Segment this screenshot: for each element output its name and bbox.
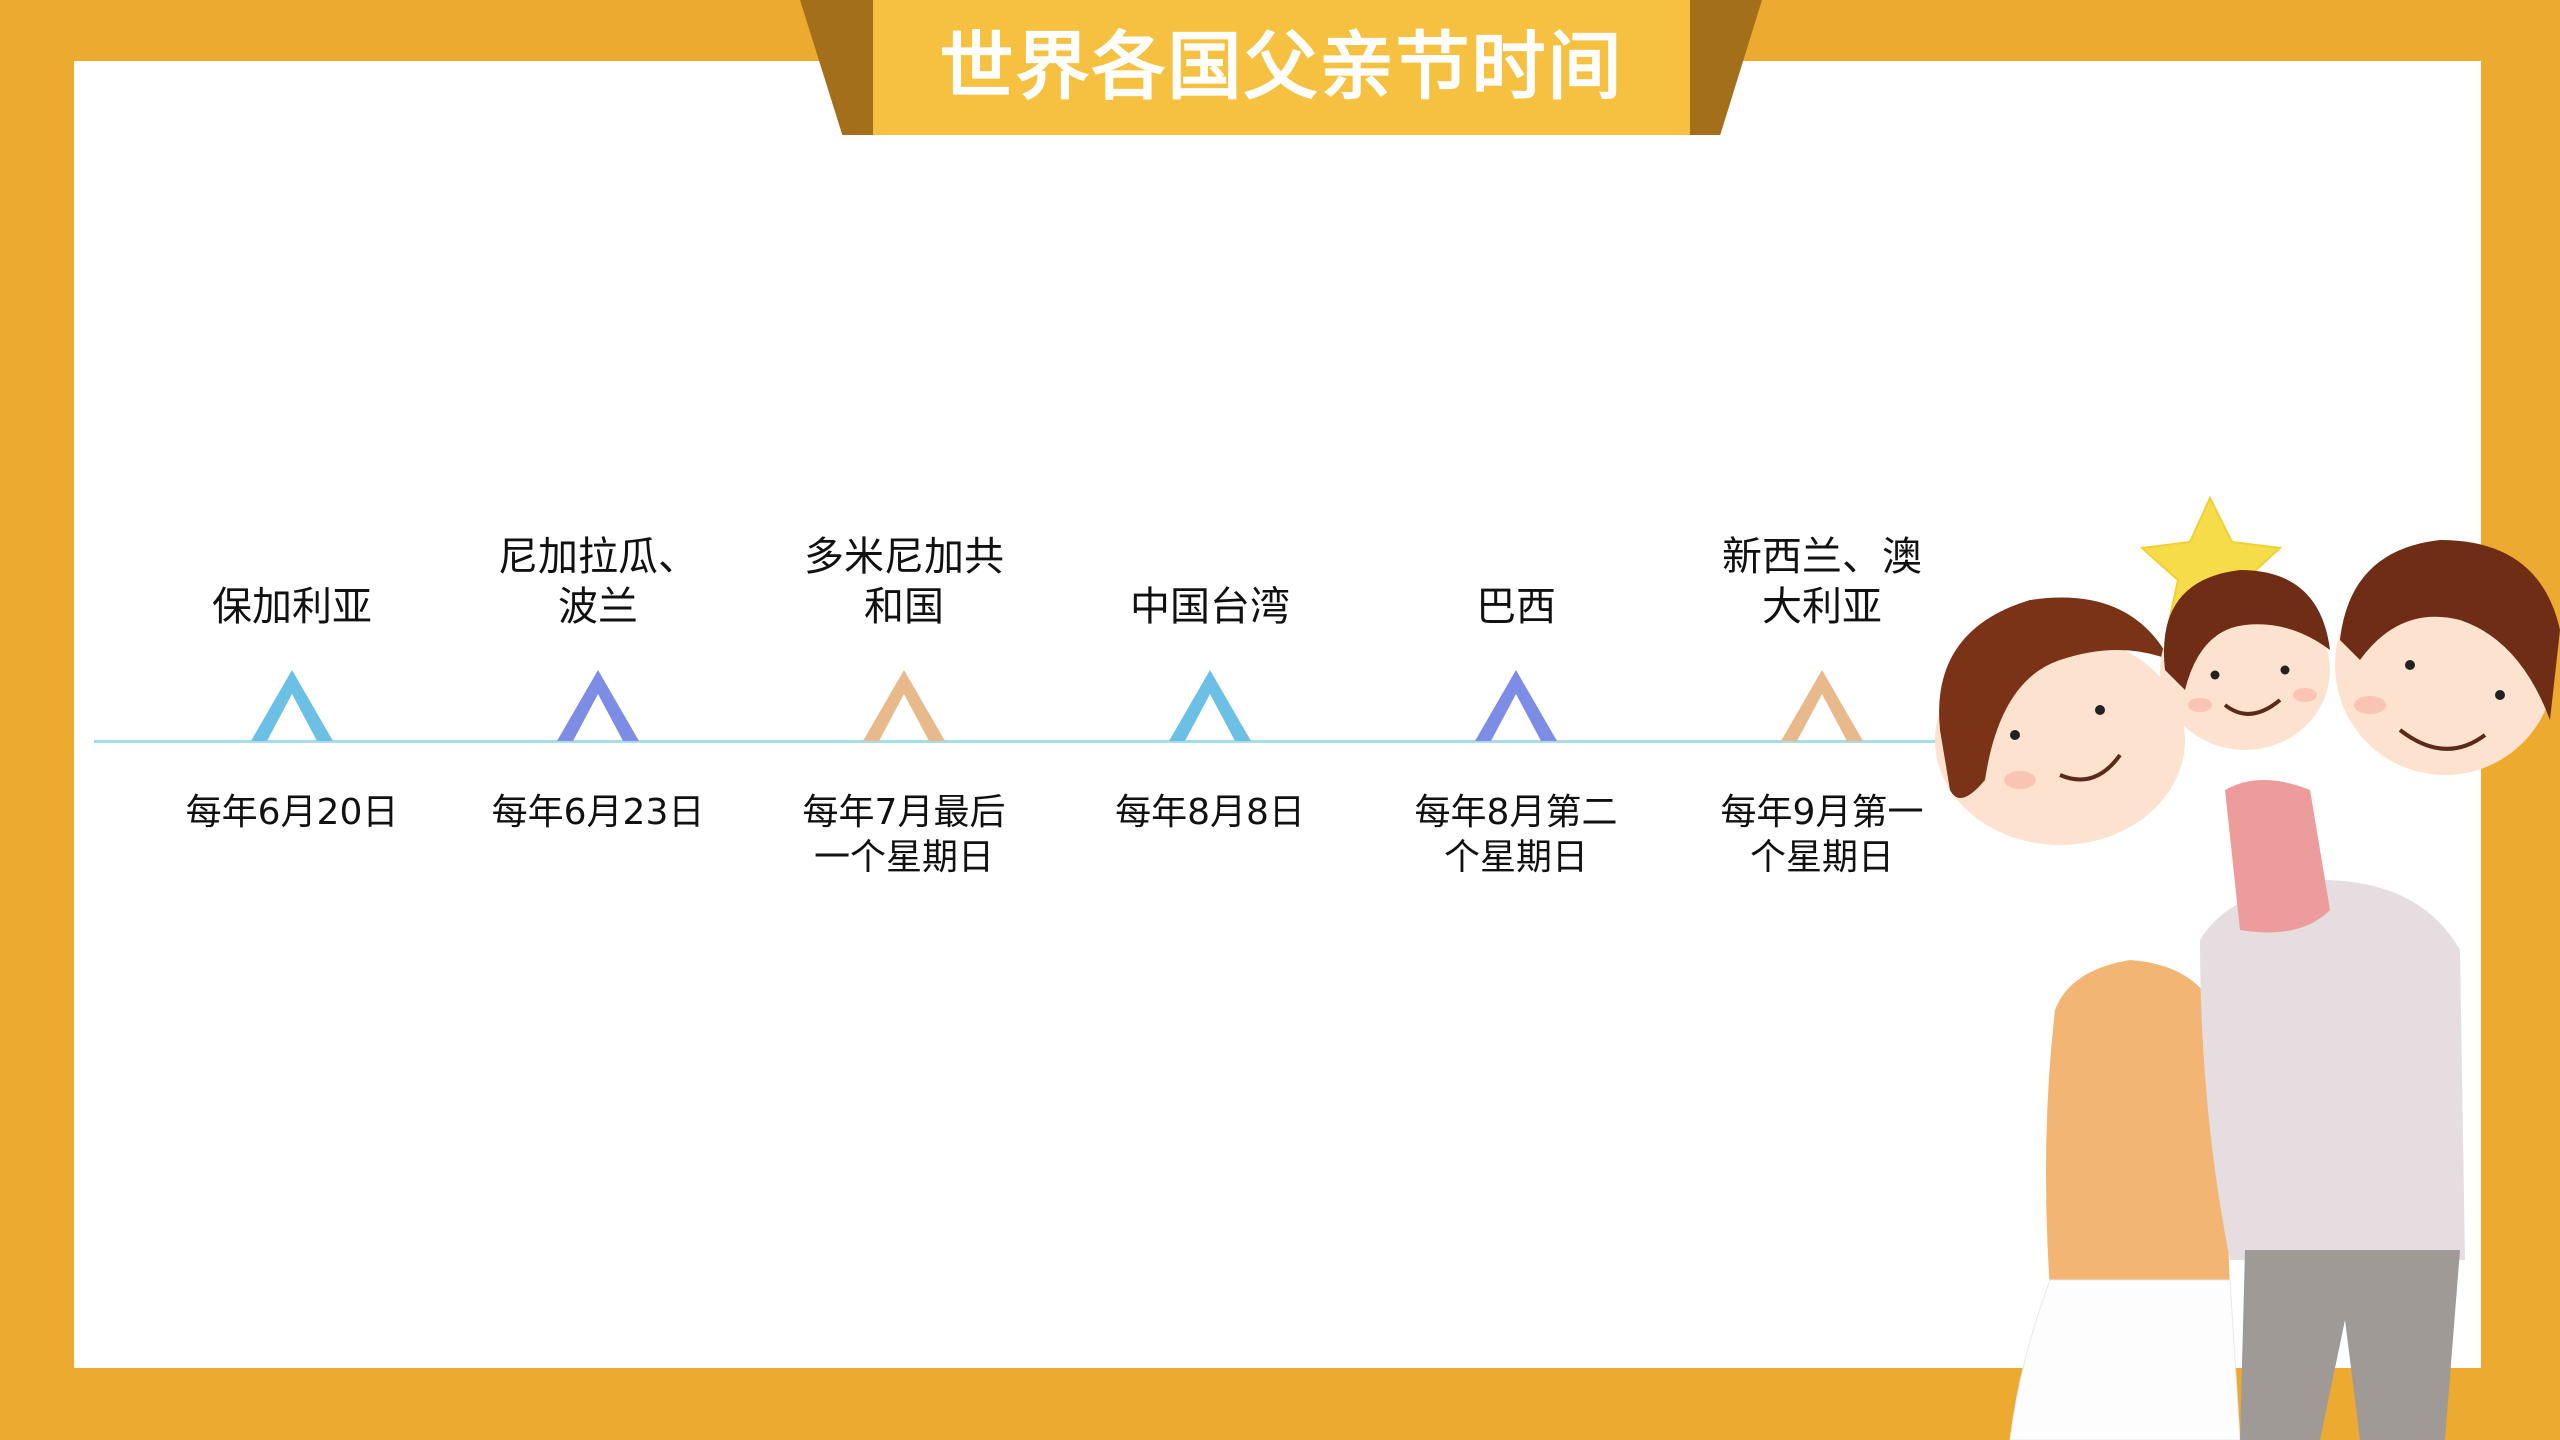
date-label-line: 个星期日	[1749, 837, 1894, 878]
triangle-marker-icon	[1781, 670, 1863, 741]
father-figure	[2200, 540, 2560, 1440]
date-label-line: 一个星期日	[813, 837, 994, 878]
date-label-line: 每年6月20日	[185, 792, 399, 833]
country-label-line: 多米尼加共	[804, 534, 1004, 580]
family-illustration	[1935, 495, 2560, 1440]
date-label-line: 每年7月最后	[802, 792, 1006, 833]
date-label-line: 个星期日	[1443, 837, 1588, 878]
country-label: 多米尼加共和国	[754, 532, 1054, 632]
date-label: 每年9月第一个星期日	[1672, 790, 1972, 880]
country-label-line: 波兰	[558, 584, 638, 630]
date-label: 每年8月8日	[1060, 790, 1360, 835]
date-label: 每年8月第二个星期日	[1366, 790, 1666, 880]
country-label-line: 巴西	[1476, 584, 1556, 630]
title-banner: 世界各国父亲节时间	[873, 0, 1690, 135]
country-label: 中国台湾	[1060, 582, 1360, 632]
triangle-marker-icon	[251, 670, 333, 741]
country-label: 尼加拉瓜、波兰	[448, 532, 748, 632]
country-label: 新西兰、澳大利亚	[1672, 532, 1972, 632]
triangle-marker-icon	[1169, 670, 1251, 741]
child-figure	[2160, 570, 2330, 933]
date-label-line: 每年8月第二	[1414, 792, 1618, 833]
date-label: 每年6月23日	[448, 790, 748, 835]
country-label-line: 中国台湾	[1130, 584, 1290, 630]
country-label: 保加利亚	[142, 582, 442, 632]
date-label-line: 每年9月第一	[1720, 792, 1924, 833]
page-title: 世界各国父亲节时间	[939, 23, 1624, 110]
country-label-line: 大利亚	[1762, 584, 1882, 630]
country-label-line: 和国	[864, 584, 944, 630]
date-label: 每年7月最后一个星期日	[754, 790, 1054, 880]
timeline-axis	[94, 740, 2022, 743]
country-label: 巴西	[1366, 582, 1666, 632]
triangle-marker-icon	[1475, 670, 1557, 741]
date-label-line: 每年6月23日	[491, 792, 705, 833]
date-label: 每年6月20日	[142, 790, 442, 835]
country-label-line: 新西兰、澳	[1722, 534, 1922, 580]
triangle-marker-icon	[557, 670, 639, 741]
country-label-line: 保加利亚	[212, 584, 372, 630]
triangle-marker-icon	[863, 670, 945, 741]
country-label-line: 尼加拉瓜、	[498, 534, 698, 580]
date-label-line: 每年8月8日	[1115, 792, 1305, 833]
mother-figure	[1935, 597, 2241, 1440]
